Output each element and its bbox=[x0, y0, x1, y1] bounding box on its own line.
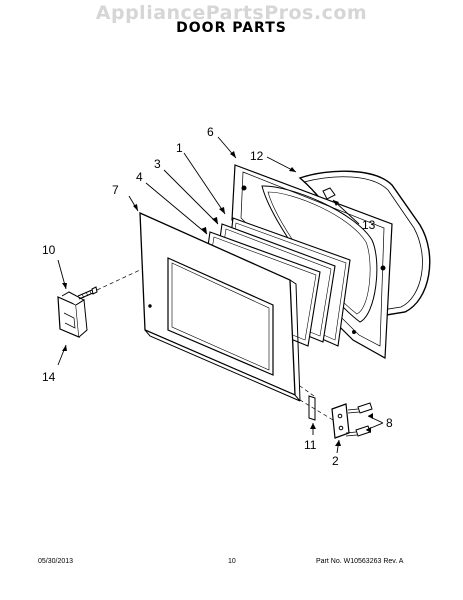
callout-10: 10 bbox=[42, 243, 56, 257]
callout-4: 4 bbox=[136, 170, 143, 184]
assembly-lines bbox=[96, 269, 334, 421]
callout-8: 8 bbox=[386, 416, 393, 430]
callout-11: 11 bbox=[304, 438, 317, 452]
handle-screw bbox=[77, 286, 98, 300]
callout-6: 6 bbox=[207, 125, 214, 139]
hinge-shim bbox=[308, 395, 316, 421]
callout-13: 13 bbox=[362, 218, 376, 232]
callout-12: 12 bbox=[250, 149, 264, 163]
callout-1: 1 bbox=[176, 141, 183, 155]
footer-part-number: Part No. W10563263 Rev. A bbox=[316, 558, 404, 565]
footer-page-number: 10 bbox=[228, 558, 236, 565]
callout-14: 14 bbox=[42, 370, 56, 384]
callout-3: 3 bbox=[154, 157, 161, 171]
door-handle-bracket bbox=[57, 291, 88, 338]
callout-2: 2 bbox=[332, 454, 339, 468]
outer-door bbox=[139, 211, 301, 402]
callout-7: 7 bbox=[112, 183, 119, 197]
page-title: DOOR PARTS bbox=[176, 20, 287, 36]
watermark: AppliancePartsPros.com bbox=[95, 2, 368, 24]
footer-date: 05/30/2013 bbox=[38, 558, 74, 565]
